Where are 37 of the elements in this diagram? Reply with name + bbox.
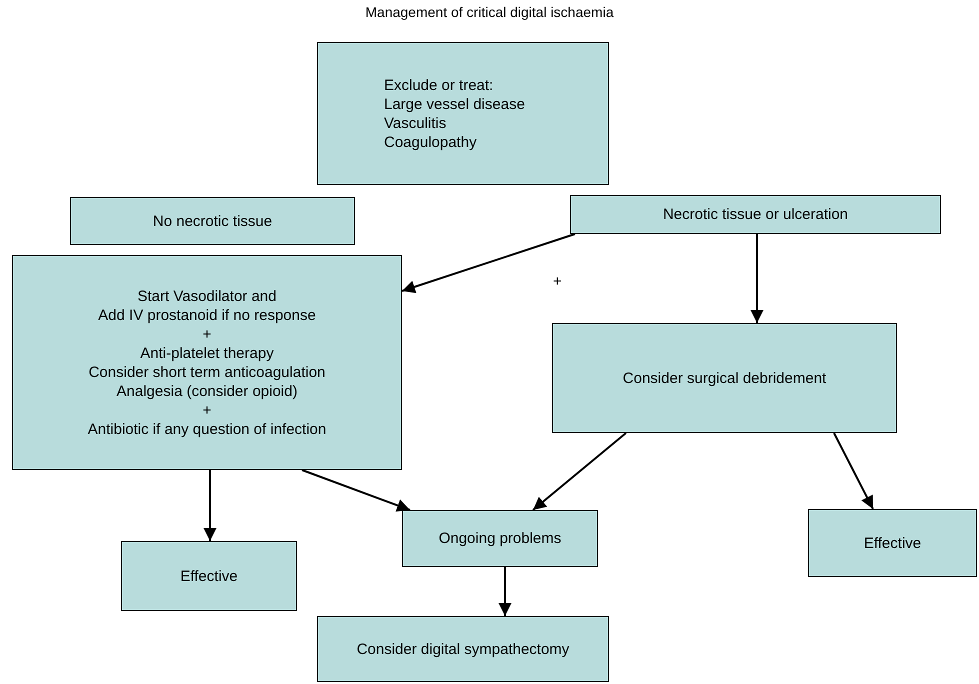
process-box (12, 255, 402, 470)
process-box (70, 197, 355, 245)
node-text: Necrotic tissue or ulceration (662, 205, 848, 224)
node-text: Large vessel disease (384, 94, 525, 114)
node-text: Start Vasodilator and (138, 286, 276, 306)
node-text: + (202, 324, 212, 344)
node-text: Consider short term anticoagulation (88, 362, 326, 382)
node-text: Add IV prostanoid if no response (98, 306, 316, 324)
node-text: Ongoing problems (438, 529, 562, 548)
node-text: Anti-platelet therapy (140, 344, 274, 362)
node-text: Coagulopathy (384, 132, 477, 152)
node-text: + (202, 400, 212, 420)
process-box (317, 42, 609, 185)
process-box (552, 323, 897, 433)
node-text: Vasculitis (384, 114, 446, 132)
node-text: Antibiotic if any question of infection (88, 420, 326, 438)
arrow (498, 567, 512, 616)
node-text: Exclude or treat: (384, 76, 494, 94)
process-box (121, 541, 297, 611)
arrow (204, 470, 216, 541)
process-box (402, 510, 598, 567)
diagram-title: Management of critical digital ischaemia (364, 4, 615, 20)
node-text: Consider surgical debridement (622, 368, 826, 388)
arrow (402, 233, 576, 294)
node-text: Consider digital sympathectomy (356, 640, 570, 658)
process-box (317, 616, 609, 682)
process-box (570, 195, 941, 234)
arrow (750, 234, 764, 323)
process-box (808, 509, 977, 577)
node-text: Analgesia (consider opioid) (116, 382, 298, 400)
arrow (833, 432, 874, 510)
arrow (302, 469, 410, 512)
node-text: No necrotic tissue (152, 212, 272, 230)
node-text: Effective (180, 566, 238, 586)
arrow (532, 432, 627, 511)
plus-sign: + (553, 273, 562, 290)
node-text: Effective (864, 534, 922, 552)
